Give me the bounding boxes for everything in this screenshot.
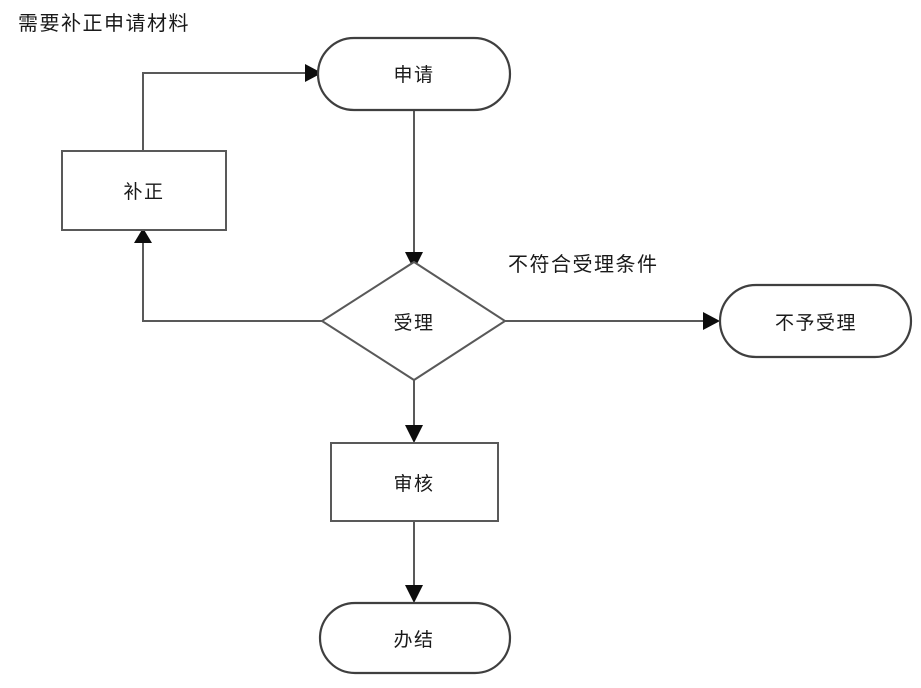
node-accept-shape[interactable] (320, 260, 507, 382)
node-apply[interactable]: 申请 (316, 36, 512, 112)
edge-label-need-supplement: 需要补正申请材料 (18, 11, 190, 35)
node-review-shape[interactable] (330, 442, 499, 522)
edge-apply-to-accept (405, 109, 423, 270)
arrow-head-icon (405, 425, 423, 443)
edge-label-not-qualified: 不符合受理条件 (508, 252, 659, 276)
edge-supplement-to-apply (142, 64, 322, 152)
arrow-head-icon (405, 585, 423, 603)
edge-line (142, 72, 306, 152)
node-accept[interactable]: 受理 (320, 260, 507, 382)
node-complete-label: 办结 (393, 629, 434, 651)
edge-line (142, 242, 323, 322)
arrow-head-icon (134, 228, 152, 243)
node-review[interactable]: 审核 (330, 442, 499, 522)
node-supplement-label: 补正 (123, 181, 164, 203)
node-complete[interactable]: 办结 (318, 601, 512, 675)
node-reject-label: 不予受理 (775, 312, 857, 334)
node-complete-shape[interactable] (318, 601, 512, 675)
node-supplement-shape[interactable] (61, 150, 227, 231)
edge-accept-to-reject (504, 312, 720, 330)
arrow-head-icon (703, 312, 720, 330)
arrow-head-icon (305, 64, 322, 82)
node-reject-shape[interactable] (718, 283, 913, 359)
edge-accept-to-review (405, 379, 423, 443)
node-review-label: 审核 (393, 473, 434, 495)
edge-review-to-complete (405, 520, 423, 603)
node-accept-label: 受理 (393, 312, 434, 334)
node-supplement[interactable]: 补正 (61, 150, 227, 231)
edge-accept-to-supplement (134, 228, 323, 322)
node-reject[interactable]: 不予受理 (718, 283, 913, 359)
node-apply-label: 申请 (393, 64, 434, 86)
node-apply-shape[interactable] (316, 36, 512, 112)
